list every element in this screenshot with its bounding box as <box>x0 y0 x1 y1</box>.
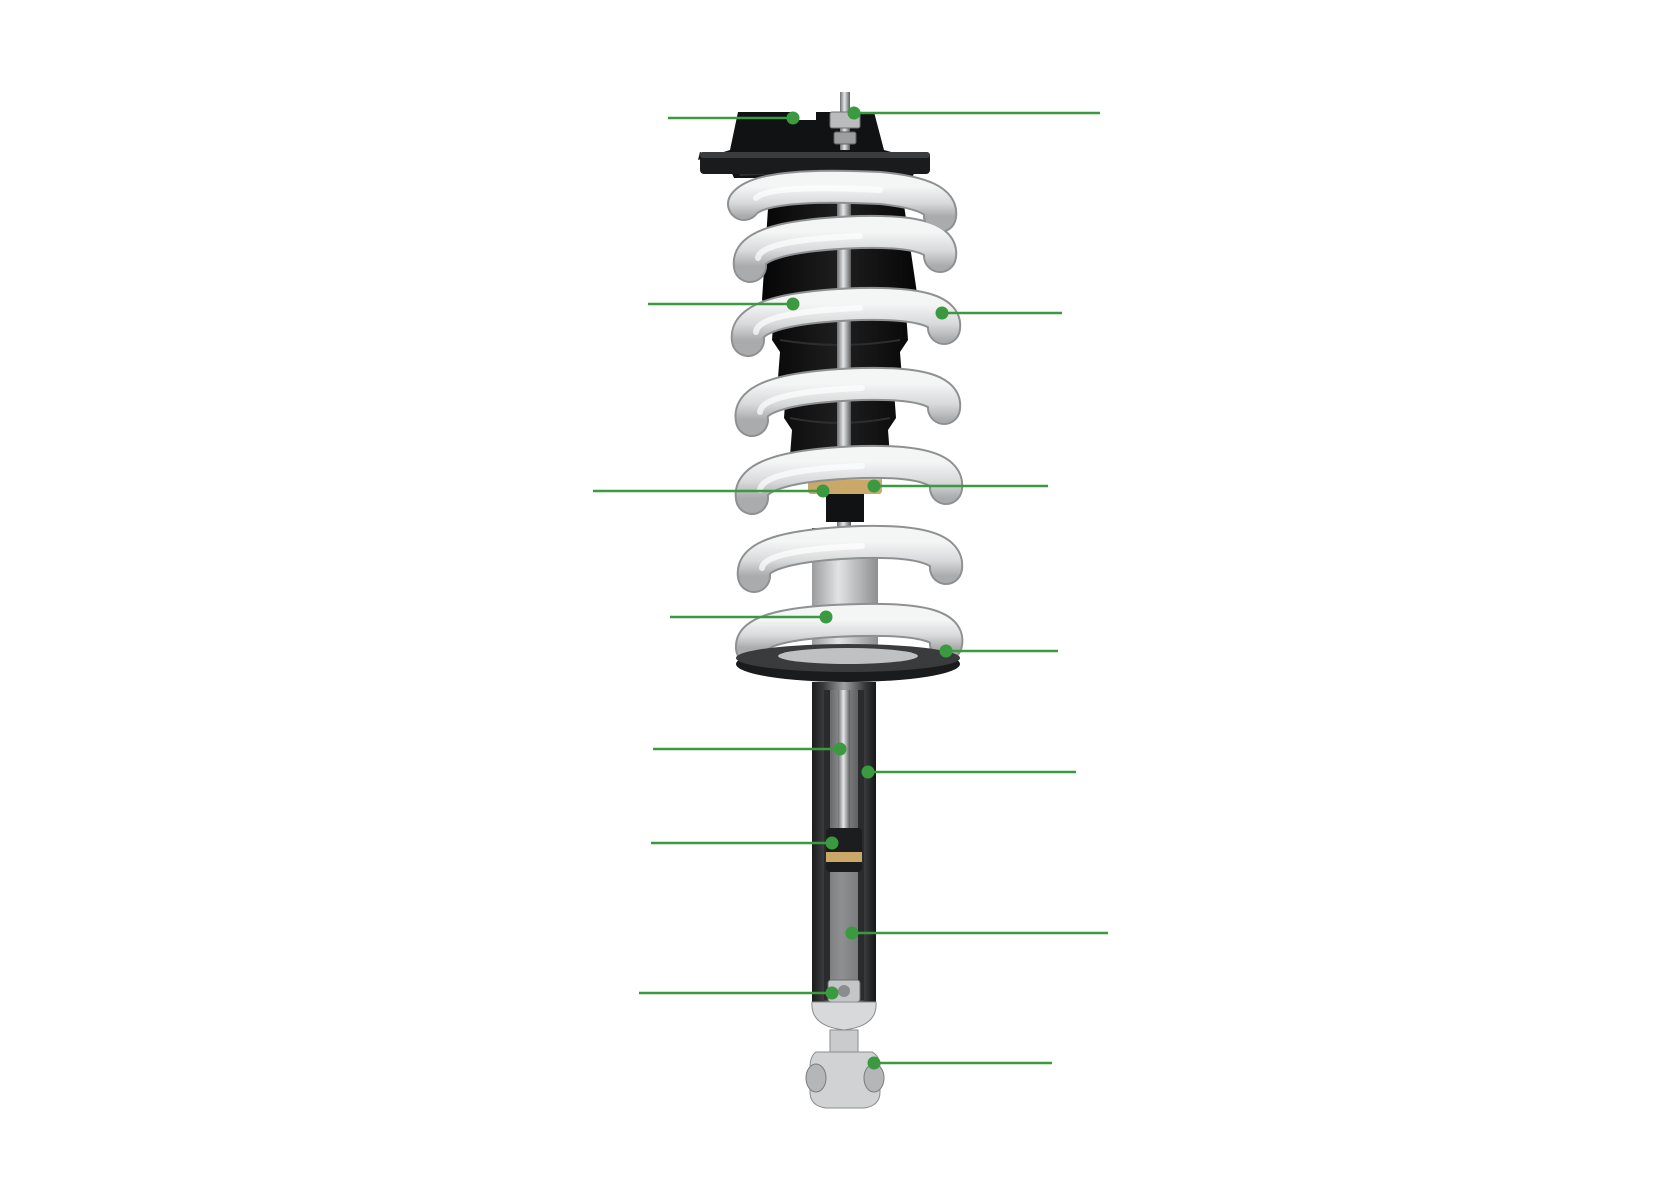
leader-piston-left-dot <box>825 836 839 850</box>
leader-base-valve-left-dot <box>825 986 839 1000</box>
piston <box>826 828 862 872</box>
spring-seat <box>736 644 960 682</box>
leader-outer-tube-right-dot <box>861 765 875 779</box>
leader-bump-stop-left-dot <box>816 484 830 498</box>
leader-shock-body-left-dot <box>819 610 833 624</box>
lower-mount <box>805 1001 885 1109</box>
top-mount <box>698 112 930 178</box>
leader-top-mount-left-dot <box>786 111 800 125</box>
leader-lower-mount-right-dot <box>867 1056 881 1070</box>
leader-pressure-tube-right-dot <box>845 926 859 940</box>
leader-piston-rod-left-dot <box>833 742 847 756</box>
top-nut <box>829 92 861 150</box>
leader-top-nut-right-dot <box>847 106 861 120</box>
leader-spring-seat-right-dot <box>939 644 953 658</box>
leader-bump-stop-right-dot <box>867 479 881 493</box>
leader-coil-spring-right-dot <box>935 306 949 320</box>
leader-lines <box>593 106 1108 1070</box>
leader-dust-boot-left-dot <box>786 297 800 311</box>
coil-spring <box>727 169 964 665</box>
